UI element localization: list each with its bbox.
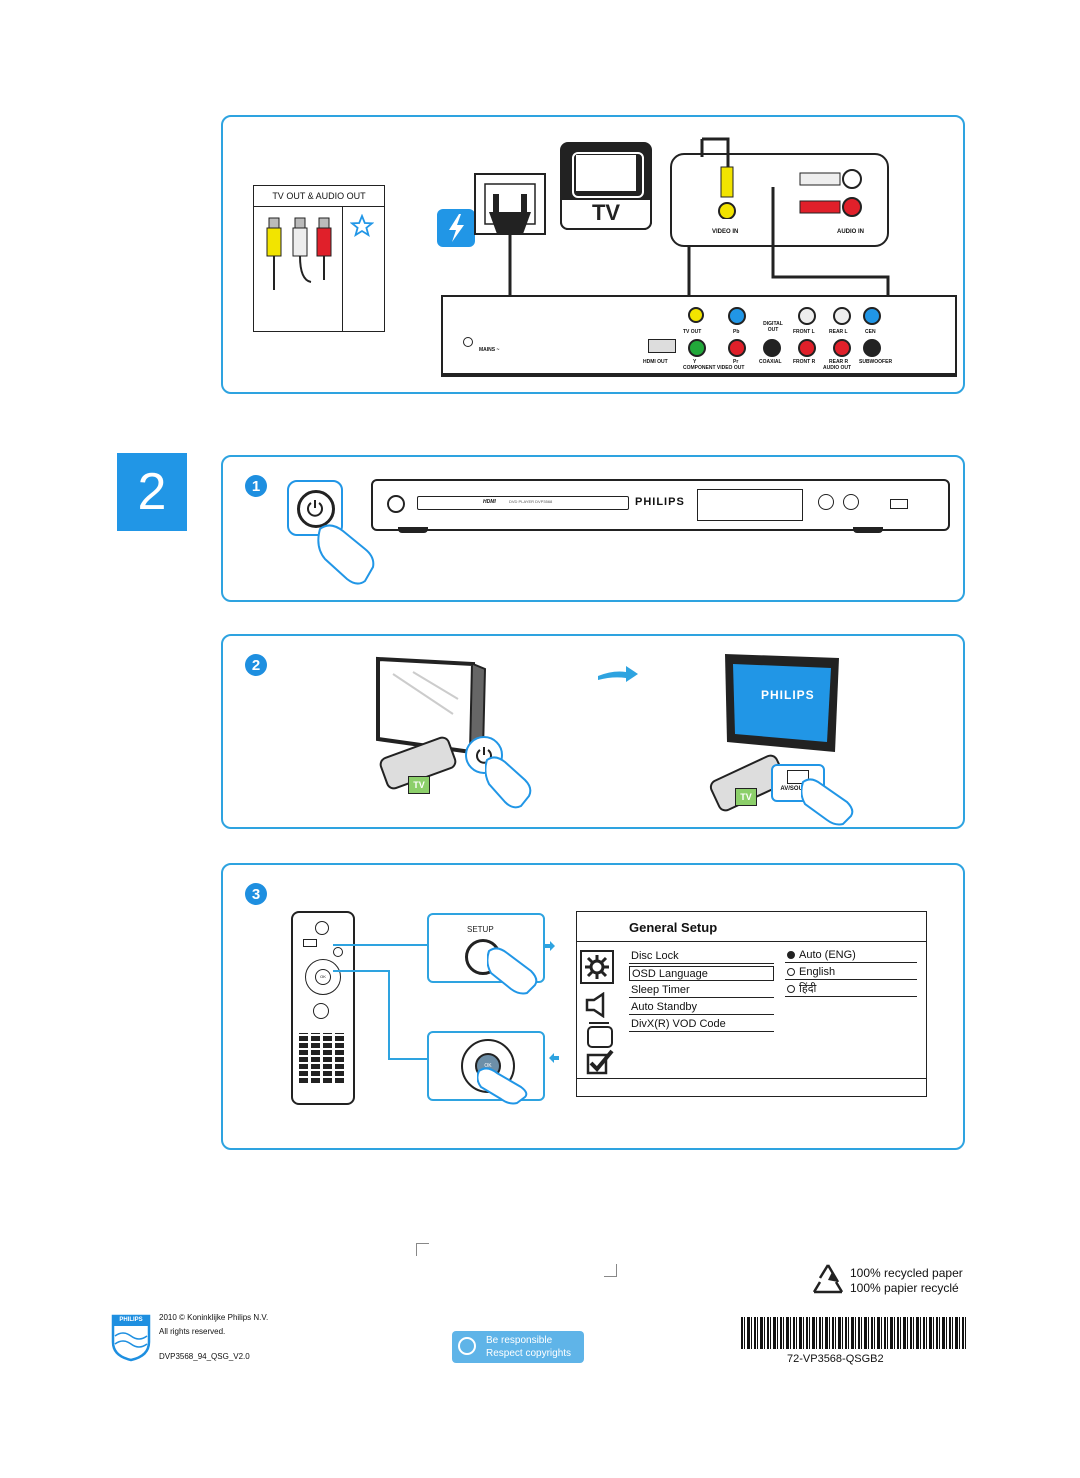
shield-brand-text: PHILIPS: [119, 1317, 143, 1323]
substep-2-badge: 2: [245, 654, 267, 676]
substep-3-badge: 3: [245, 883, 267, 905]
menu-item-osd-language[interactable]: OSD Language: [629, 966, 774, 981]
eject-button[interactable]: [818, 494, 834, 510]
recycled-paper-en: 100% recycled paper: [850, 1266, 963, 1280]
crop-mark-top-left: [416, 1243, 429, 1256]
player-model-text: DVD PLAYER DVP3568: [509, 499, 553, 504]
player-brand: PHILIPS: [635, 496, 685, 508]
tv-on-illustration: [725, 654, 839, 752]
philips-shield-logo: PHILIPS: [111, 1314, 151, 1362]
rights-text: All rights reserved.: [159, 1327, 226, 1336]
barcode-text: 72-VP3568-QSGB2: [787, 1353, 884, 1365]
tv-badge-1: TV: [408, 776, 430, 794]
player-back-panel: MAINS ~ TV OUT Pb DIGITAL OUT FRONT L RE…: [441, 295, 957, 377]
power-button-zoom[interactable]: [287, 480, 343, 536]
respect-copyrights-text: Respect copyrights: [486, 1348, 572, 1359]
power-icon: [476, 747, 492, 764]
audio-in-label: AUDIO IN: [837, 229, 864, 235]
star-icon: [350, 214, 374, 237]
usb-port: [890, 499, 908, 509]
general-setup-menu: General Setup Disc Lock OSD Language Sle…: [576, 911, 927, 1097]
substep-1-badge: 1: [245, 475, 267, 497]
menu-item-disc-lock[interactable]: Disc Lock: [629, 949, 774, 964]
recycled-paper-fr: 100% papier recyclé: [850, 1281, 959, 1295]
pressing-hand-icon: [317, 524, 375, 585]
doc-id-text: DVP3568_94_QSG_V2.0: [159, 1352, 250, 1361]
source-icon: [787, 770, 809, 784]
pressing-hand-icon: [801, 778, 854, 826]
be-responsible-text: Be responsible: [486, 1335, 553, 1346]
connection-panel: TV OUT & AUDIO OUT: [221, 115, 965, 394]
option-english[interactable]: English: [785, 965, 917, 980]
tv-label: TV: [591, 200, 621, 225]
pressing-hand-icon: [487, 947, 538, 995]
hdmi-logo: HDMI: [483, 499, 496, 505]
dvd-player-front: HDMI DVD PLAYER DVP3568 PHILIPS: [371, 479, 950, 531]
play-pause-button[interactable]: [843, 494, 859, 510]
pressing-hand-icon: [485, 756, 532, 809]
menu-item-sleep-timer[interactable]: Sleep Timer: [629, 983, 774, 998]
power-icon: [307, 500, 323, 517]
preferences-check-icon[interactable]: [586, 1049, 614, 1075]
gear-icon[interactable]: [580, 950, 614, 984]
remote-control-illustration: OK: [291, 911, 355, 1105]
arrow-left-icon: [549, 1053, 559, 1063]
option-hindi[interactable]: हिंदी: [785, 982, 917, 997]
tv-power-button-zoom[interactable]: [465, 736, 503, 774]
power-on-panel: 1 HDMI DVD PLAYER DVP3568 PHILIPS: [221, 455, 965, 602]
tv-screen-brand: PHILIPS: [761, 688, 815, 702]
pressing-hand-icon: [477, 1067, 528, 1105]
speaker-icon[interactable]: [585, 992, 611, 1018]
arrow-right-icon: [545, 941, 555, 951]
remote-ok-button[interactable]: OK: [315, 969, 331, 985]
crop-mark-bottom-right: [604, 1264, 617, 1277]
be-responsible-badge: Be responsible Respect copyrights: [452, 1331, 584, 1363]
remote-setup-button[interactable]: [333, 947, 343, 957]
copyright-text: 2010 © Koninklijke Philips N.V.: [159, 1313, 269, 1322]
step-number-badge: 2: [117, 453, 187, 531]
menu-title: General Setup: [629, 920, 718, 935]
setup-label: SETUP: [467, 925, 494, 934]
menu-item-auto-standby[interactable]: Auto Standby: [629, 1000, 774, 1015]
smiley-icon: [458, 1337, 476, 1355]
rca-cables-icon: [266, 217, 332, 290]
tv-out-audio-out-box: TV OUT & AUDIO OUT: [253, 185, 385, 332]
mains-plug-icon: [474, 173, 546, 332]
tv-badge-2: TV: [735, 788, 757, 806]
video-icon[interactable]: [587, 1026, 613, 1048]
tv-icon: TV: [560, 142, 652, 230]
option-auto-eng[interactable]: Auto (ENG): [785, 948, 917, 963]
tv-out-audio-out-label: TV OUT & AUDIO OUT: [254, 186, 384, 207]
tv-inputs-bubble: VIDEO IN AUDIO IN: [670, 153, 889, 247]
ok-button-zoom[interactable]: OK: [427, 1031, 545, 1101]
power-lightning-icon: [437, 209, 475, 247]
barcode: [741, 1317, 967, 1349]
mains-label: MAINS ~: [479, 347, 500, 353]
av-source-label: AV/SOURCE: [780, 786, 816, 792]
menu-item-divx-vod-code[interactable]: DivX(R) VOD Code: [629, 1017, 774, 1032]
recycle-icon: [812, 1264, 844, 1294]
arrow-right-icon: [598, 666, 638, 682]
callout-lines: [333, 944, 427, 1060]
video-in-label: VIDEO IN: [712, 229, 739, 235]
tv-source-panel: 2 TV PHILIPS TV AV/SOURCE: [221, 634, 965, 829]
